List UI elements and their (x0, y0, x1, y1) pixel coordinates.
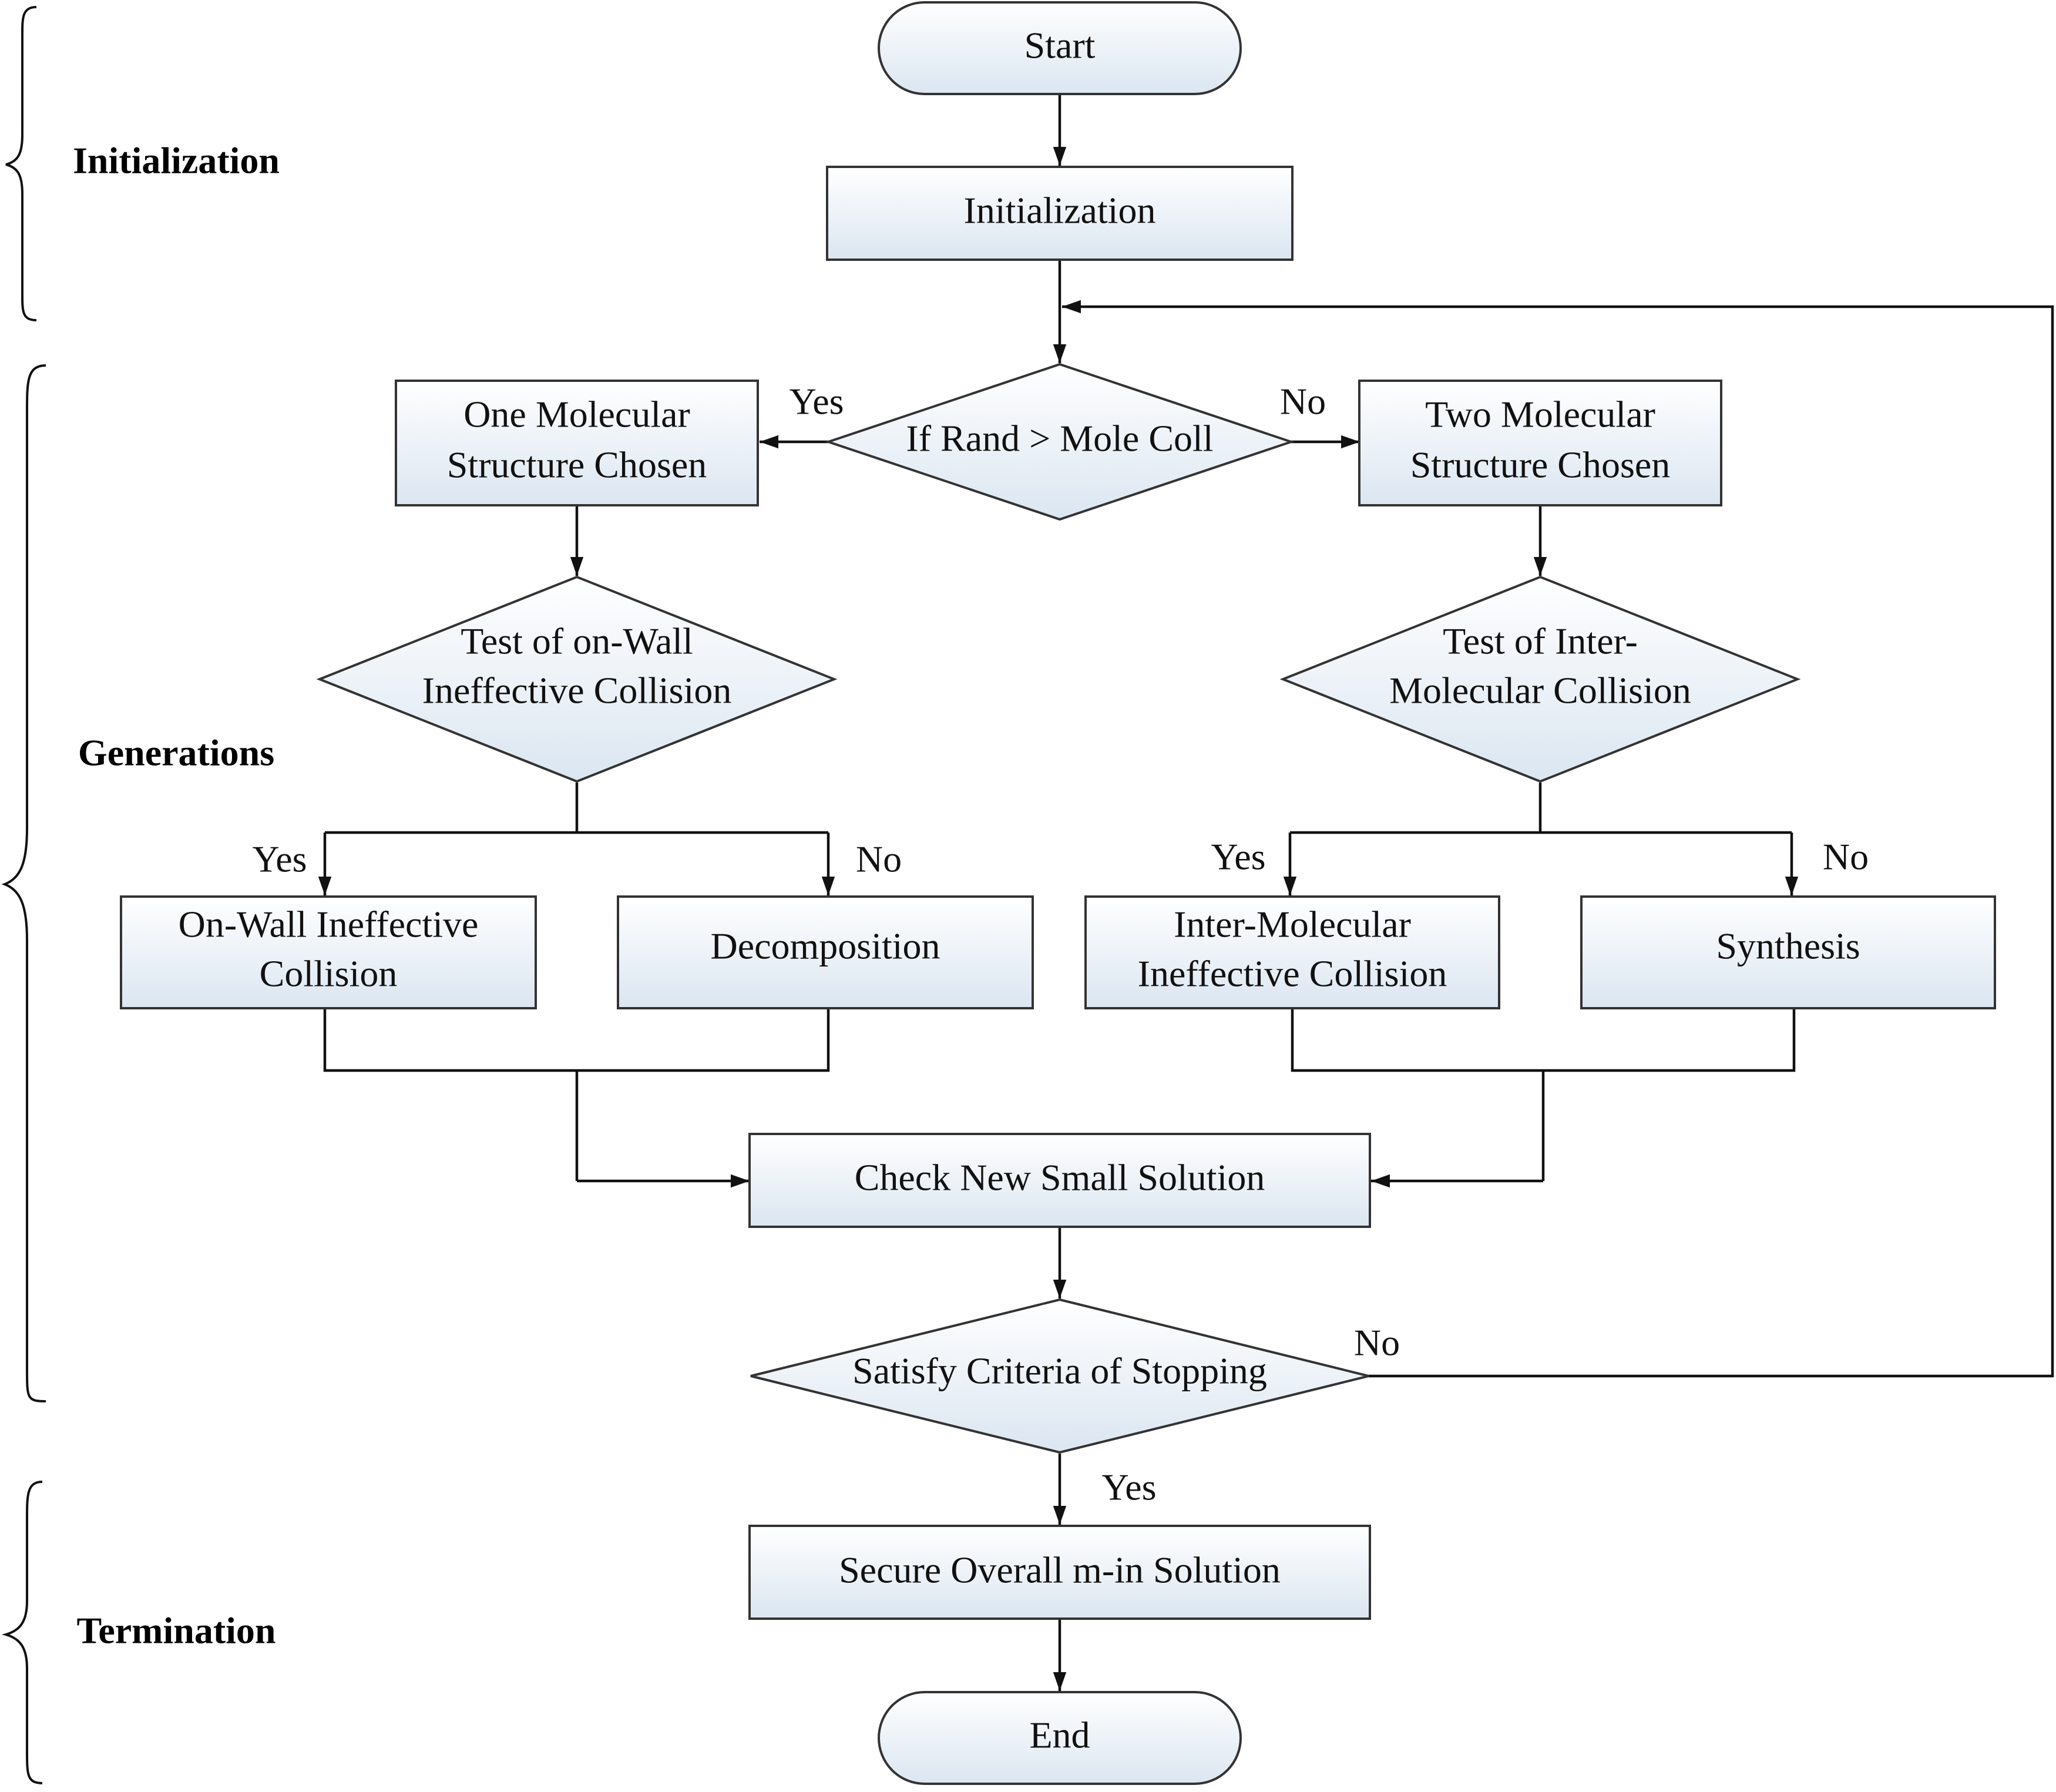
on-wall-collision-node: On-Wall Ineffective Collision (120, 895, 537, 1009)
test-inter-node: Test of Inter- Molecular Collision (1279, 575, 1801, 783)
label-on-wall-yes: Yes (252, 838, 307, 880)
two-molecular-line-1: Two Molecular (1425, 394, 1655, 435)
initialization-brace (5, 6, 37, 321)
test-on-wall-node: Test of on-Wall Ineffective Collision (316, 575, 838, 783)
end-label: End (1029, 1714, 1090, 1756)
one-molecular-node: One Molecular Structure Chosen (395, 380, 759, 506)
test-inter-line-1: Test of Inter- (1443, 620, 1638, 662)
satisfy-criteria-node: Satisfy Criteria of Stopping (750, 1298, 1369, 1454)
edge-testwall-split (325, 783, 828, 834)
generations-brace (1, 364, 46, 1402)
on-wall-collision-line-1: On-Wall Ineffective (179, 904, 479, 945)
secure-overall-label: Secure Overall m-in Solution (839, 1549, 1281, 1591)
label-on-wall-no: No (856, 838, 902, 880)
termination-brace (1, 1481, 43, 1784)
label-criteria-yes: Yes (1101, 1467, 1156, 1508)
check-new-node: Check New Small Solution (748, 1133, 1371, 1228)
phase-termination: Termination (77, 1610, 276, 1652)
start-node: Start (878, 1, 1242, 95)
inter-molecular-collision-line-2: Ineffective Collision (1138, 953, 1447, 995)
edge-left-merge (323, 1009, 830, 1181)
decomposition-label: Decomposition (710, 925, 940, 967)
two-molecular-line-2: Structure Chosen (1410, 444, 1671, 486)
phase-generations: Generations (78, 732, 274, 774)
decision-rand-node: If Rand > Mole Coll (824, 363, 1295, 521)
edge-testinter-split (1290, 783, 1792, 834)
secure-overall-node: Secure Overall m-in Solution (748, 1525, 1371, 1620)
decision-rand-label: If Rand > Mole Coll (906, 418, 1213, 459)
phase-initialization: Initialization (73, 140, 280, 182)
check-new-label: Check New Small Solution (855, 1157, 1265, 1199)
label-rand-yes: Yes (789, 381, 844, 422)
one-molecular-line-1: One Molecular (463, 394, 690, 435)
test-on-wall-line-1: Test of on-Wall (461, 620, 693, 662)
synthesis-node: Synthesis (1580, 895, 1996, 1009)
one-molecular-line-2: Structure Chosen (447, 444, 707, 486)
label-criteria-no: No (1354, 1322, 1400, 1364)
edge-right-merge (1291, 1009, 1796, 1181)
initialization-label: Initialization (964, 190, 1156, 231)
satisfy-criteria-label: Satisfy Criteria of Stopping (852, 1350, 1267, 1392)
start-label: Start (1024, 25, 1096, 66)
inter-molecular-collision-node: Inter-Molecular Ineffective Collision (1084, 895, 1500, 1009)
label-rand-no: No (1280, 381, 1326, 422)
two-molecular-node: Two Molecular Structure Chosen (1358, 380, 1722, 506)
decomposition-node: Decomposition (617, 895, 1034, 1009)
end-node: End (878, 1691, 1242, 1785)
connectors (318, 95, 2054, 1691)
test-on-wall-line-2: Ineffective Collision (422, 670, 732, 712)
on-wall-collision-line-2: Collision (260, 953, 398, 995)
label-inter-yes: Yes (1211, 836, 1265, 878)
initialization-node: Initialization (826, 166, 1294, 261)
edge-criteria-loop (1062, 300, 2054, 1378)
inter-molecular-collision-line-1: Inter-Molecular (1174, 904, 1411, 945)
label-inter-no: No (1823, 836, 1869, 878)
synthesis-label: Synthesis (1716, 925, 1860, 967)
test-inter-line-2: Molecular Collision (1389, 670, 1691, 712)
